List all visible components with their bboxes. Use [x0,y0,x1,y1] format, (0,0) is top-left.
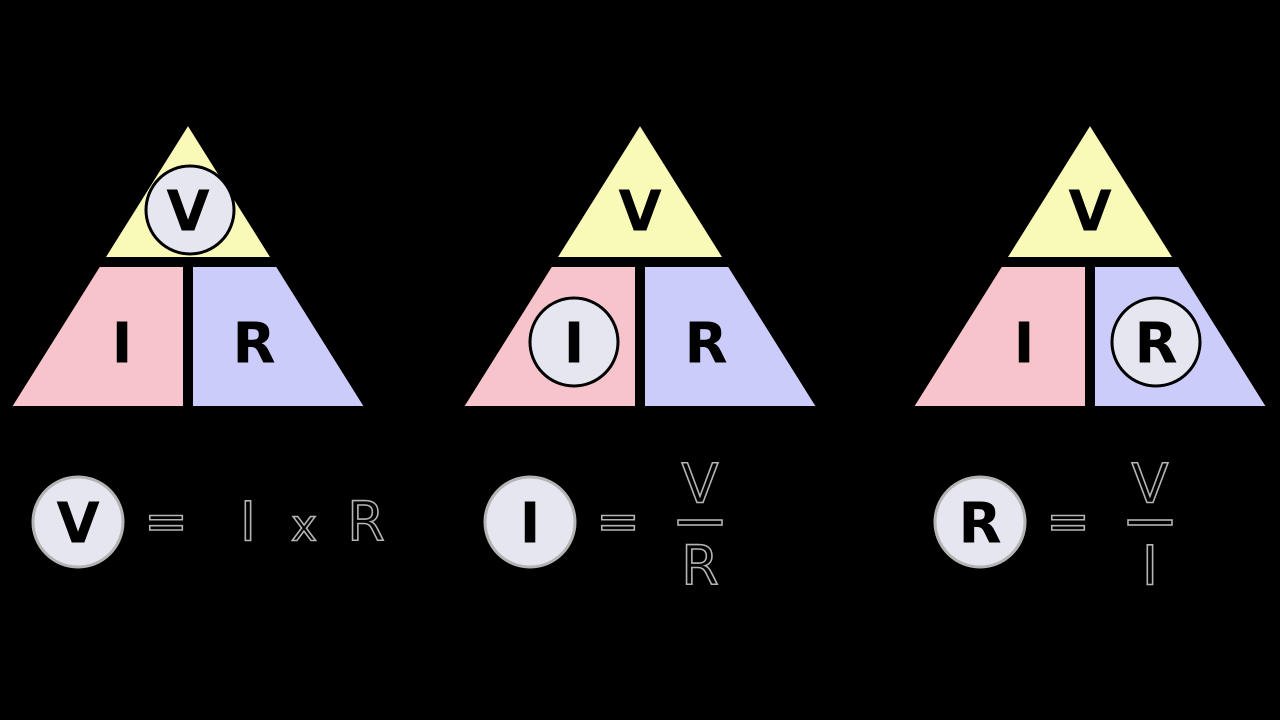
formula-subject-circle [933,475,1027,569]
formula: R = VI [933,452,1173,598]
current-symbol: I [564,312,585,377]
current-section [902,262,1090,413]
voltage-symbol: V [166,180,210,245]
resistance-symbol: R [684,312,727,377]
resistance-symbol: R [232,312,275,377]
voltage-symbol: V [618,180,662,245]
current-symbol: I [1014,312,1035,377]
formula-denominator: R [681,535,719,598]
formula-numerator: V [1132,453,1169,516]
voltage-section [996,113,1184,262]
formula-equals: = [596,492,640,552]
formula-equals: = [1046,492,1090,552]
formula-subject: V [56,492,100,557]
voltage-symbol: V [1068,180,1112,245]
highlight-circle [1110,296,1202,388]
formula: I = VR [483,452,723,598]
formula-operator: x [291,501,317,552]
fraction-bar [1127,519,1173,526]
formula-subject-circle [31,475,125,569]
fraction-bar [677,519,723,526]
formula-right-operand: R [347,491,385,554]
formula-subject: I [520,492,541,557]
current-symbol: I [112,312,133,377]
formula-numerator: V [682,453,719,516]
formula-left-operand: I [240,491,256,554]
resistance-section [640,262,828,413]
resistance-symbol: R [1134,312,1177,377]
formula-subject: R [958,492,1001,557]
formula-denominator: I [1142,535,1158,598]
resistance-section [188,262,376,413]
voltage-section [546,113,734,262]
current-section [0,262,188,413]
highlight-circle [528,296,620,388]
formula-subject-circle [483,475,577,569]
formula-equals: = [144,492,188,552]
highlight-circle [144,164,236,256]
